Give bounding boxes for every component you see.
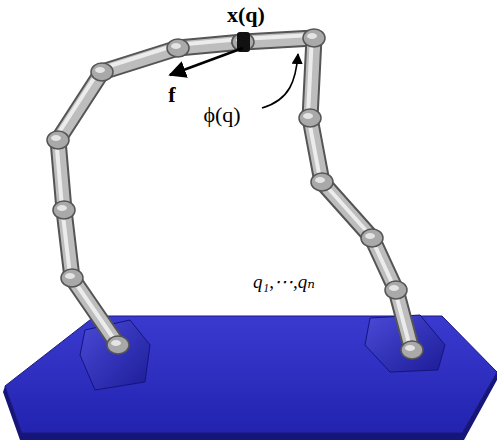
leader-line (262, 54, 298, 108)
joint-highlight (57, 205, 67, 211)
joint (47, 131, 69, 149)
joint-highlight (111, 340, 121, 346)
joint (303, 29, 325, 47)
joint-highlight (303, 113, 313, 119)
left-arm-link (102, 48, 178, 72)
joint (107, 336, 129, 354)
position-label: x(q) (227, 4, 265, 26)
platform-edge (3, 372, 497, 440)
force-label: f (168, 84, 175, 106)
joint-highlight (171, 43, 181, 49)
left-arm-link (58, 72, 102, 140)
joint (299, 109, 321, 127)
joint (167, 39, 189, 57)
left-arm-link (58, 72, 102, 140)
joint (91, 63, 113, 81)
joint-variables-label: q₁,⋯,qₙ (253, 272, 315, 291)
joint-highlight (95, 67, 105, 73)
joint-highlight (389, 285, 399, 291)
joint-highlight (65, 273, 75, 279)
joint-highlight (315, 177, 325, 183)
joint-highlight (365, 233, 375, 239)
joint (53, 201, 75, 219)
arms (47, 29, 423, 359)
constraint-label: ϕ(q) (203, 104, 240, 126)
joint-highlight (51, 135, 61, 141)
force-arrow (170, 48, 243, 75)
left-arm-link (102, 48, 178, 72)
joint (401, 341, 423, 359)
joint-highlight (307, 33, 317, 39)
left-arm-highlight (100, 45, 176, 69)
joint-highlight (405, 345, 415, 351)
left-arm-highlight (56, 69, 100, 137)
joint (361, 229, 383, 247)
platform (5, 316, 497, 433)
joint (385, 281, 407, 299)
joint (61, 269, 83, 287)
joint (311, 173, 333, 191)
